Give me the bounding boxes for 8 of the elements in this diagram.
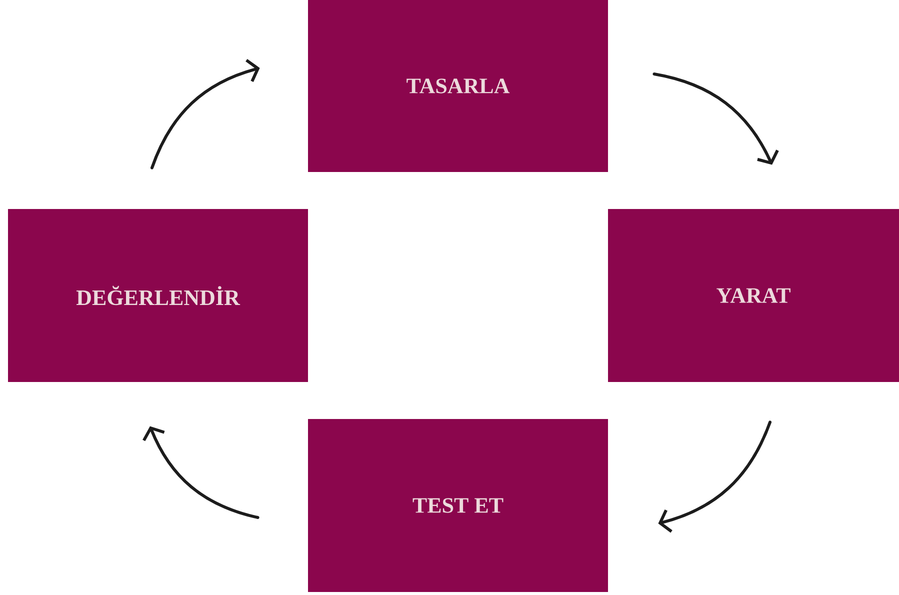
arrow xyxy=(652,72,779,165)
process-box: TEST ET xyxy=(308,419,608,592)
arrow xyxy=(150,58,260,170)
process-box: YARAT xyxy=(608,209,899,382)
process-box: TASARLA xyxy=(308,0,608,172)
process-box: DEĞERLENDİR xyxy=(8,209,308,382)
arrow xyxy=(658,420,772,533)
arrow xyxy=(142,426,260,519)
